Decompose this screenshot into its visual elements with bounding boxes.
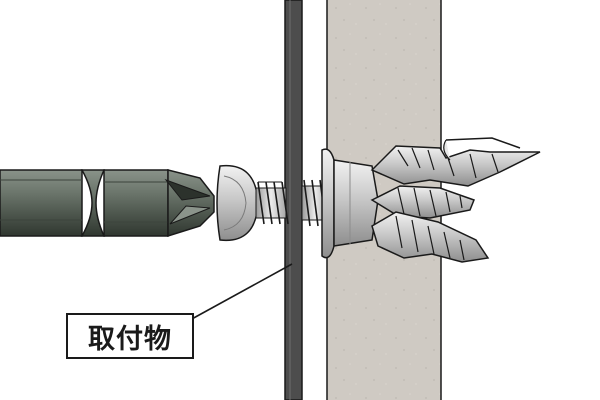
callout-label: 取付物 [88,323,172,355]
screw-head [216,164,259,242]
callout-box: 取付物 [66,313,194,359]
anchor-flange [321,148,379,259]
mounting-plate [284,0,303,400]
anchor-spread-fins [370,137,541,263]
screw-thread [255,179,329,227]
callout-leader-line [189,263,293,321]
driver-bit [0,169,215,238]
